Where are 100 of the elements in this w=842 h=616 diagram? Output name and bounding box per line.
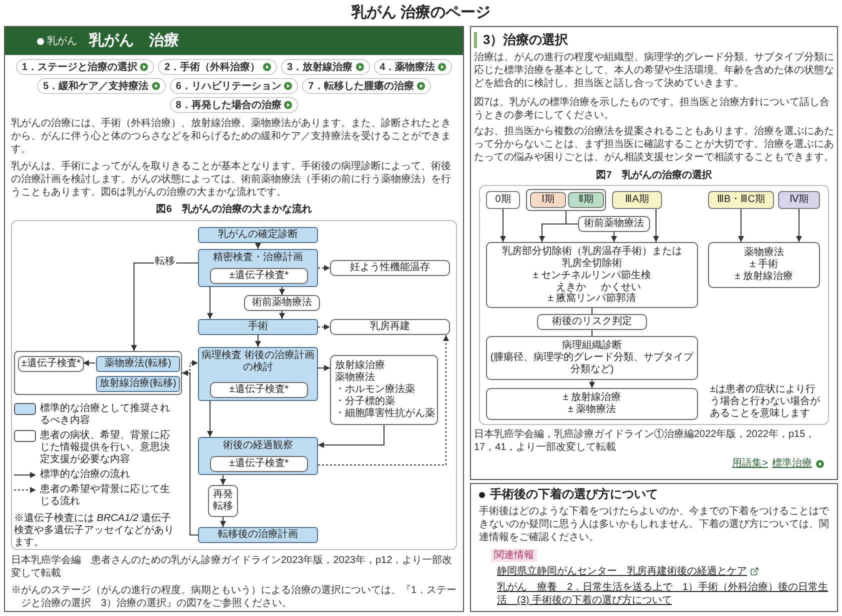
figure-caption: 図6 乳がんの治療の大まかな流れ <box>155 203 313 216</box>
citation: 日本乳癌学会編 患者さんのための乳がん診療ガイドライン2023年版，2023年，p12，より一部改変して転載 <box>11 554 454 580</box>
box-text: ・分子標的薬 <box>335 396 395 408</box>
box-text: ± 放射線治療 <box>734 271 794 283</box>
arrow <box>318 334 449 466</box>
legend-label: 患者の病状、希望、背景に応じた情報提供を行い、意思決定支援が必要な内容 <box>40 430 171 466</box>
section-link: 4．薬物療法 <box>374 59 452 75</box>
box-text: ・細胞障害性抗がん薬 <box>335 408 435 420</box>
option-box <box>708 242 820 288</box>
stage-box: Ⅳ期 <box>778 191 820 209</box>
section-heading: 手術後の下着の選び方について <box>490 487 658 502</box>
paragraph: 乳がんの治療には、手術（外科治療）、放射線治療、薬物療法があります。また、診断されたときから、がんに伴う心と体のつらさなどを和らげるための緩和ケア／支持療法を受けることができます。 <box>11 117 452 156</box>
arrow <box>653 208 659 242</box>
stage-box: Ⅰ期 <box>530 192 566 208</box>
arrow <box>318 265 330 271</box>
arrow <box>220 474 226 486</box>
glossary-link: 用語集> <box>732 457 768 470</box>
group-box <box>526 189 606 211</box>
box-text: 薬物療法 <box>744 247 784 258</box>
arrow <box>279 286 285 296</box>
process-box <box>198 347 318 401</box>
option-box: 妊よう性機能温存 <box>330 260 450 276</box>
box-text: ± 放射線治療 <box>562 392 622 404</box>
arrow <box>500 208 506 242</box>
arrow <box>796 208 802 242</box>
arrow <box>207 286 213 320</box>
edge-label: 転移 <box>154 256 176 268</box>
option-box <box>486 336 698 380</box>
section-link: 3．放射線治療 <box>281 59 370 75</box>
citation: 日本乳癌学会編，乳癌診療ガイドライン①治療編2022年版，2022年，p15，17，41，より一部改変して転載 <box>474 428 816 454</box>
option-box: ±遺伝子検査* <box>18 356 84 372</box>
related-link: 静岡県立静岡がんセンター 乳房再建術後の経過とケア <box>497 565 747 578</box>
arrow <box>611 232 617 242</box>
ruby-text: かくせい <box>601 282 641 292</box>
section-link: 5．緩和ケア／支持療法 <box>37 78 166 94</box>
arrow <box>589 380 595 388</box>
arrow <box>255 242 261 250</box>
process-box: 放射線治療(転移) <box>96 376 180 392</box>
breadcrumb-link: 乳がん <box>47 34 77 48</box>
process-box <box>198 249 318 287</box>
box-text: 病理検査 術後の治療計画の検討 <box>200 350 316 374</box>
connector-line <box>566 210 578 224</box>
process-box: 手術 <box>198 319 318 335</box>
option-box: 術前薬物療法 <box>244 295 320 311</box>
option-box: 術前薬物療法 <box>578 216 650 232</box>
arrow <box>82 360 96 366</box>
stage-box: ⅢB・ⅢC期 <box>708 191 774 209</box>
section-link: 7．転移した腫瘍の治療 <box>302 78 431 94</box>
page-heading: 乳がん 治療 <box>89 30 179 51</box>
paragraph: 手術後はどのような下着をつけたらよいのか、今までの下着をつけることはできないのか疑問に思う人は多いかもしれません。下着の選び方については、関連情報をご確認ください。 <box>479 505 829 544</box>
arrow <box>255 334 261 348</box>
box-text: ± 腋窩リンパ節郭清 <box>548 292 636 304</box>
footnote: ※遺伝子検査には BRCA1/2 遺伝子検査や多遺伝子アッセイなどがあります。 <box>14 513 175 549</box>
arrow <box>279 310 285 320</box>
process-box: 乳がんの確定診断 <box>198 227 318 243</box>
box-text: ・ホルモン療法薬 <box>335 384 415 396</box>
box-text: 術後の経過観察 <box>223 440 293 452</box>
stage-box: Ⅱ期 <box>568 192 604 208</box>
section-link: 6．リハビリテーション <box>170 78 298 94</box>
arrow <box>318 424 384 448</box>
box-text: ± 手術 <box>750 259 778 270</box>
box-text: ± 薬物療法 <box>568 404 616 416</box>
box-text: 精密検査・治療計画 <box>213 252 303 264</box>
legend-label: 標準的な治療の流れ <box>40 469 130 481</box>
option-box <box>330 355 438 425</box>
box-text: 乳房部分切除術（乳房温存手術）または乳房全切除術 <box>501 246 683 270</box>
arrow <box>190 360 198 536</box>
section-heading: 3）治療の選択 <box>474 32 834 48</box>
option-box: 再発転移 <box>208 485 238 517</box>
category-tag: 関連情報 <box>491 549 537 562</box>
stage-box: 0期 <box>486 191 520 209</box>
paragraph: 図7は、乳がんの標準治療を示したものです。担当医と治療方針について話し合うときの参考にしてください。 <box>474 96 831 122</box>
legend-label: 標準的な治療として推奨されるべき内容 <box>40 403 171 427</box>
related-link: 乳がん 療養 2．日常生活を送る上で 1）手術（外科治療）後の日常生活 (3) 手術後の下着の選び方について <box>497 581 829 607</box>
paragraph: 治療は、がんの進行の程度や組織型、病理学的グレード分類、サブタイプ分類に応じた標準治療を基本として、本人の希望や生活環境、年齢を含めた体の状態などを総合的に検討し、担当医と話し合って決めていきます。 <box>474 51 834 90</box>
option-box <box>486 242 698 308</box>
section-link: 1．ステージと治療の選択 <box>16 59 154 75</box>
box-text: 病理組織診断 <box>562 340 622 352</box>
arrow <box>738 208 744 242</box>
option-box: ±遺伝子検査* <box>210 382 308 398</box>
figure-caption: 図7 乳がんの治療の選択 <box>595 169 713 182</box>
arrow <box>318 324 330 330</box>
box-text: ± センチネルリンパ節生検 <box>532 270 652 282</box>
arrow <box>182 370 198 536</box>
arrow <box>207 400 213 438</box>
legend-label: 患者の希望や背景に応じて生じる流れ <box>40 484 171 508</box>
option-box: ±遺伝子検査* <box>210 268 308 284</box>
option-box: 乳房再建 <box>330 319 450 335</box>
process-box: 薬物療法(転移) <box>96 356 180 372</box>
arrow <box>318 365 330 371</box>
option-box: ±遺伝子検査* <box>210 456 308 472</box>
box-text: 薬物療法 <box>335 372 375 384</box>
process-box <box>198 437 318 475</box>
arrow <box>131 262 198 352</box>
page-title: 乳がん 治療のページ <box>350 4 492 22</box>
section-link: 2．手術（外科治療） <box>158 59 277 75</box>
section-link: 8．再発した場合の治療 <box>170 97 298 113</box>
process-box: 転移後の治療計画 <box>198 527 318 543</box>
paragraph: 乳がんは、手術によってがんを取りきることが基本となります。手術後の病理診断によって、術後の治療計画を検討します。がんの状態によっては、術前薬物療法（手術の前に行う薬物療法）を行うこともあります。図6は乳がんの治療の大まかな流れです。 <box>11 160 452 199</box>
term-link: 標準治療 <box>772 457 812 470</box>
